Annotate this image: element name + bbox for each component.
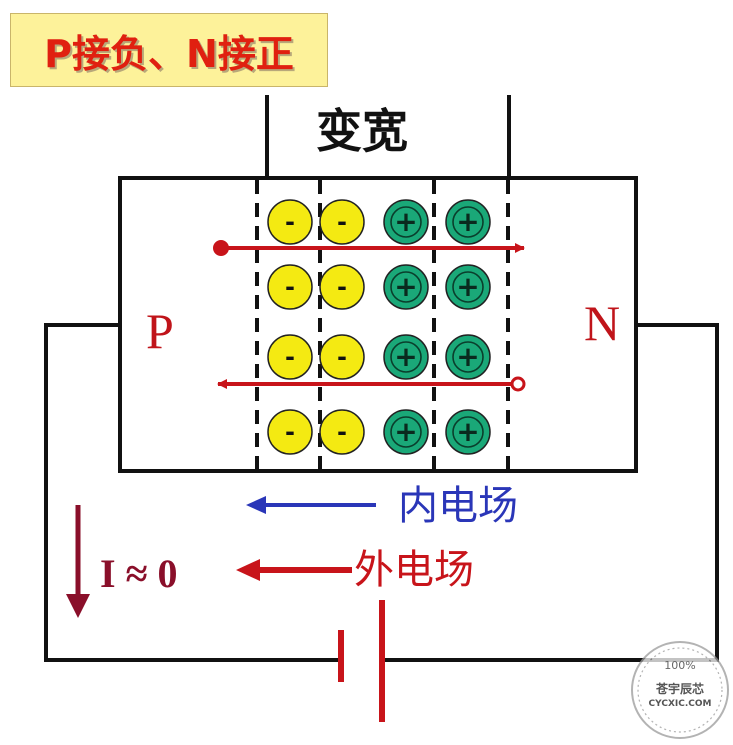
negative-ion: - <box>267 264 313 310</box>
n-region-label: N <box>584 295 621 351</box>
watermark-name: 苍宇辰芯 <box>655 682 704 696</box>
ion-sign: + <box>394 270 417 303</box>
title-text: P接负、N接正 <box>44 31 294 76</box>
ion-inner-ring <box>390 416 422 448</box>
watermark-seal <box>631 641 729 739</box>
watermark-site: CYCXIC.COM <box>648 699 712 709</box>
ion-sign: - <box>285 208 295 236</box>
ion-sign: + <box>456 205 479 238</box>
ion-sign: - <box>337 418 347 446</box>
ion-sign: + <box>456 340 479 373</box>
negative-ion: - <box>267 199 313 245</box>
negative-ion: - <box>319 264 365 310</box>
ion-sign: + <box>394 340 417 373</box>
ion-inner-ring <box>390 271 422 303</box>
depletion-widen-label: 变宽 <box>316 104 408 158</box>
positive-ion: + <box>445 334 491 380</box>
ion-sign: - <box>337 273 347 301</box>
current-label: I ≈ 0 <box>100 551 178 596</box>
negative-ion: - <box>267 334 313 380</box>
inner-field-arrowhead <box>246 496 266 514</box>
electron-carrier-ring <box>510 376 526 392</box>
positive-ion: + <box>445 264 491 310</box>
ion-sign: + <box>456 270 479 303</box>
negative-ion: - <box>319 199 365 245</box>
ion-sign: + <box>456 415 479 448</box>
p-region-label: P <box>146 303 174 359</box>
ion-inner-ring <box>452 271 484 303</box>
ion-circle <box>319 199 365 245</box>
positive-ion: + <box>445 409 491 455</box>
ion-sign: - <box>285 418 295 446</box>
ion-circle <box>319 409 365 455</box>
ion-inner-ring <box>452 416 484 448</box>
ion-circle <box>319 334 365 380</box>
ion-grid: - - + + - - + + - - + + - - + + <box>267 199 491 455</box>
title-banner: P接负、N接正 <box>10 13 328 87</box>
negative-ion: - <box>319 334 365 380</box>
positive-ion: + <box>383 199 429 245</box>
ion-inner-ring <box>390 206 422 238</box>
ion-inner-ring <box>452 206 484 238</box>
ion-circle <box>267 264 313 310</box>
negative-ion: - <box>267 409 313 455</box>
positive-ion: + <box>445 199 491 245</box>
semiconductor-block <box>118 176 638 473</box>
positive-ion: + <box>383 334 429 380</box>
watermark-percent: 100% <box>664 659 696 672</box>
right-circuit-wire <box>383 323 719 662</box>
outer-field-arrowhead <box>236 559 260 581</box>
inner-field-label: 内电场 <box>398 483 518 529</box>
ion-sign: - <box>285 343 295 371</box>
ion-sign: - <box>285 273 295 301</box>
ion-sign: + <box>394 205 417 238</box>
ion-circle <box>319 264 365 310</box>
negative-ion: - <box>319 409 365 455</box>
current-arrowhead <box>66 594 90 618</box>
ion-circle <box>267 199 313 245</box>
positive-ion: + <box>383 409 429 455</box>
positive-ion: + <box>383 264 429 310</box>
ion-sign: - <box>337 208 347 236</box>
outer-field-label: 外电场 <box>354 547 474 593</box>
ion-inner-ring <box>452 341 484 373</box>
ion-sign: - <box>337 343 347 371</box>
left-circuit-wire <box>44 323 340 662</box>
ion-inner-ring <box>390 341 422 373</box>
ion-sign: + <box>394 415 417 448</box>
ion-circle <box>267 409 313 455</box>
ion-circle <box>267 334 313 380</box>
